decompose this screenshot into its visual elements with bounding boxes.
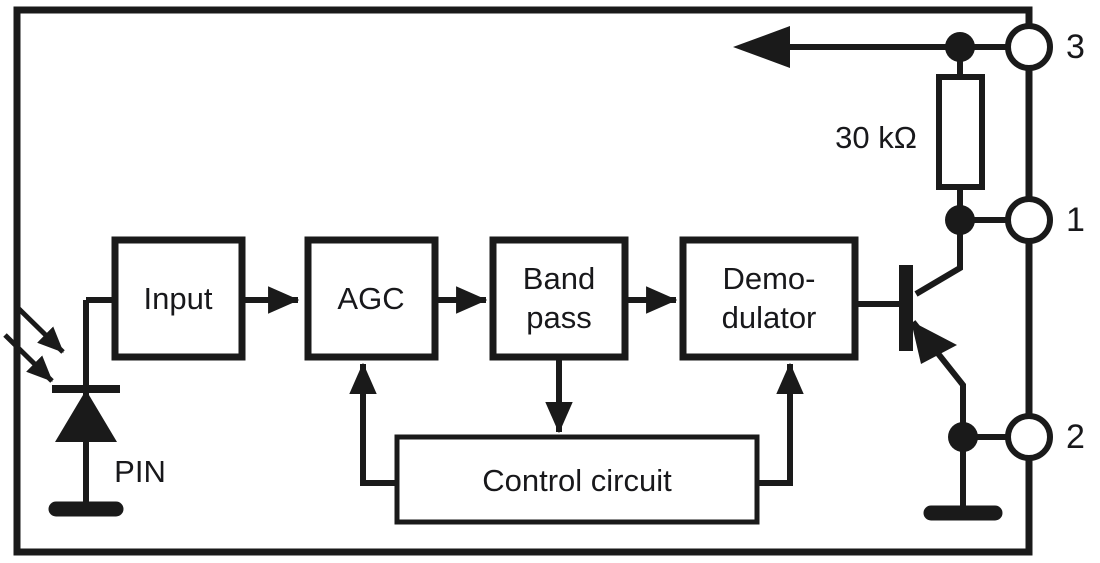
incident-light-arrows xyxy=(3,305,65,383)
module-outline xyxy=(13,6,1033,556)
transistor-emitter-arrow xyxy=(911,321,957,364)
block-bandpass-label-line1: Band xyxy=(523,261,595,296)
block-agc-label: AGC xyxy=(337,281,404,316)
resistor-30k xyxy=(936,74,985,190)
pin-1-terminal[interactable] xyxy=(1005,196,1053,244)
block-input-label: Input xyxy=(144,281,213,316)
pin-2-terminal[interactable] xyxy=(1005,413,1053,461)
photodiode-label: PIN xyxy=(114,454,166,489)
block-demodulator-label-line2: dulator xyxy=(722,300,817,335)
wire-control-to-agc xyxy=(349,362,397,486)
pin-3-terminal[interactable] xyxy=(1005,23,1053,71)
pin-2-label: 2 xyxy=(1066,418,1085,456)
junction-dot-pin3 xyxy=(945,32,975,62)
photodiode-triangle xyxy=(55,390,117,442)
junction-dot-pin1 xyxy=(945,205,975,235)
wire-control-to-demodulator xyxy=(757,362,804,486)
pin-1-label: 1 xyxy=(1066,201,1085,239)
block-demodulator-label-line1: Demo- xyxy=(722,261,815,296)
block-control-circuit-label: Control circuit xyxy=(482,463,672,498)
block-demodulator[interactable] xyxy=(679,236,859,361)
resistor-value-label: 30 kΩ xyxy=(835,120,917,155)
block-input[interactable] xyxy=(111,236,246,361)
transistor-base-bar xyxy=(899,265,913,351)
block-bandpass[interactable] xyxy=(489,236,629,361)
block-bandpass-label-line2: pass xyxy=(526,300,591,335)
block-control-circuit[interactable] xyxy=(394,434,760,525)
pin-3-label: 3 xyxy=(1066,28,1085,66)
wire-collector xyxy=(914,220,963,297)
supply-arrow-head xyxy=(733,26,790,68)
junction-dot-pin2 xyxy=(948,422,978,452)
block-agc[interactable] xyxy=(304,236,439,361)
